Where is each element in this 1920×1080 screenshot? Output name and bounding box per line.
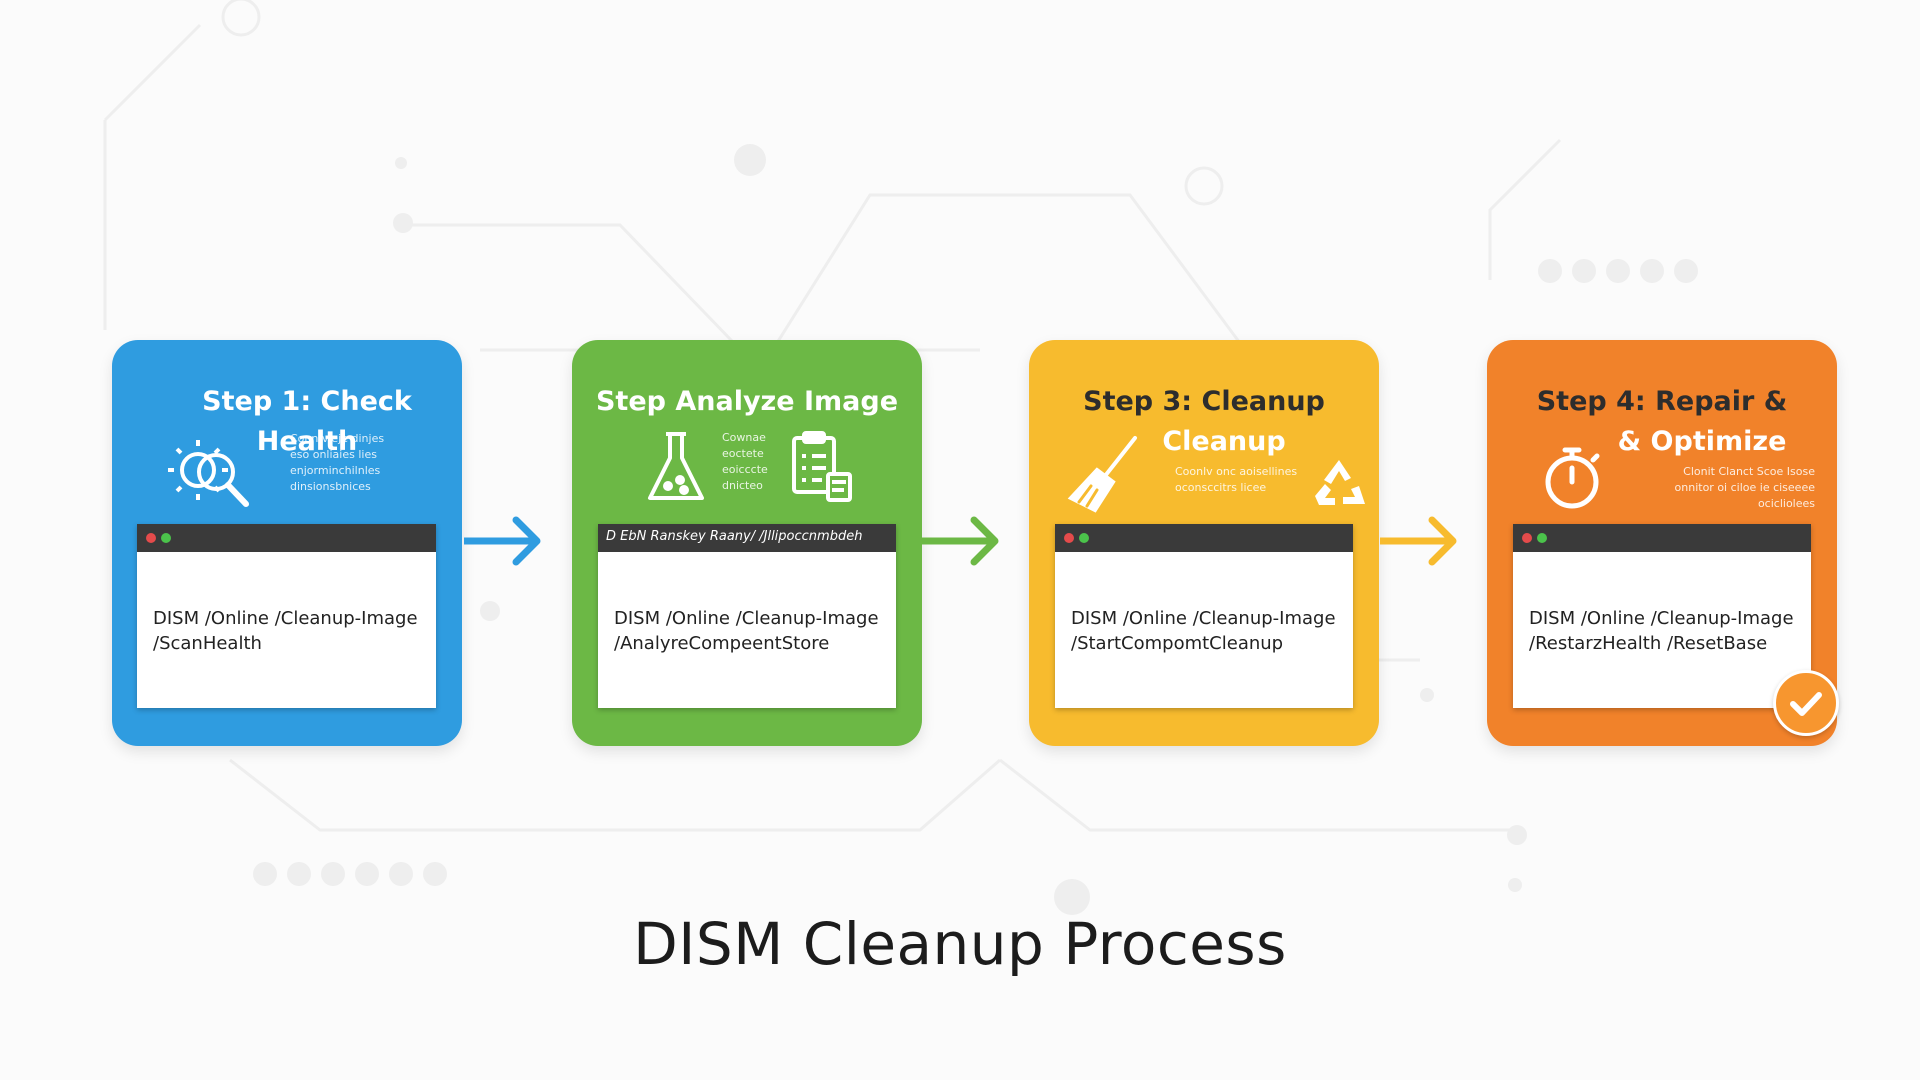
- step-title: Step 4: Repair &: [1536, 386, 1788, 417]
- step-card-3: Step 3: Cleanup Cleanup Coonlv onc aoise…: [1029, 340, 1379, 746]
- terminal-window: DISM /Online /Cleanup-Image /RestarzHeal…: [1513, 524, 1811, 708]
- arrow-right-icon: [922, 516, 999, 566]
- command-text: DISM /Online /Cleanup-Image /StartCompom…: [1071, 608, 1336, 654]
- step-title: Step 3: Cleanup: [1083, 386, 1325, 417]
- step-description: Coonlv onc aoisellines oconsccitrs licee: [1175, 465, 1298, 494]
- step-title: Step 1: Check Health: [202, 386, 412, 457]
- terminal-titlebar: [137, 524, 436, 552]
- step-card-4: Step 4: Repair & & Optimize Clonit Clanc…: [1487, 340, 1837, 746]
- flask-icon: [648, 432, 704, 500]
- step-description: Clonit Clanct Scoe Isose onnitor oi cilo…: [1674, 465, 1815, 510]
- step-description: Conn vieje dinjes eso onliaies lies enjo…: [290, 432, 385, 493]
- clipboard-icon: [792, 431, 852, 502]
- command-text: DISM /Online /Cleanup-Image /RestarzHeal…: [1529, 608, 1794, 654]
- step-title-line2: Cleanup: [1162, 426, 1286, 457]
- diagram-title: DISM Cleanup Process: [633, 910, 1287, 978]
- close-dot: [146, 533, 156, 543]
- terminal-titlebar: [1055, 524, 1353, 552]
- command-text: DISM /Online /Cleanup-Image /AnalyreComp…: [614, 608, 879, 654]
- command-text: DISM /Online /Cleanup-Image /ScanHealth: [153, 608, 418, 654]
- check-icon: [1790, 692, 1822, 716]
- maximize-dot: [161, 533, 171, 543]
- terminal-titlebar: D EbN Ranskey Raany/ /Jllipoccnmbdeh: [598, 524, 896, 552]
- close-dot: [1522, 533, 1532, 543]
- arrow-right-icon: [464, 516, 541, 566]
- stopwatch-icon: [1545, 447, 1600, 509]
- terminal-title: D EbN Ranskey Raany/ /Jllipoccnmbdeh: [606, 529, 863, 544]
- step-card-2: Step Analyze Image Cownae eoctete eoiccc…: [572, 340, 922, 746]
- maximize-dot: [1537, 533, 1547, 543]
- broom-icon: [1067, 436, 1137, 513]
- step-title-line2: & Optimize: [1617, 426, 1787, 457]
- step-description: Cownae eoctete eoicccte dnicteo: [722, 431, 768, 492]
- check-badge: [1773, 670, 1839, 736]
- gear-magnifier-icon: [168, 440, 249, 507]
- arrow-right-icon: [1380, 516, 1457, 566]
- terminal-window: DISM /Online /Cleanup-Image /ScanHealth: [137, 524, 436, 708]
- step-card-1: Step 1: Check Health Conn vieje dinjes e…: [112, 340, 462, 746]
- terminal-titlebar: [1513, 524, 1811, 552]
- terminal-window: D EbN Ranskey Raany/ /Jllipoccnmbdeh DIS…: [598, 524, 896, 708]
- maximize-dot: [1079, 533, 1089, 543]
- terminal-window: DISM /Online /Cleanup-Image /StartCompom…: [1055, 524, 1353, 708]
- close-dot: [1064, 533, 1074, 543]
- step-title: Step Analyze Image: [595, 386, 899, 417]
- recycle-icon: [1315, 460, 1365, 505]
